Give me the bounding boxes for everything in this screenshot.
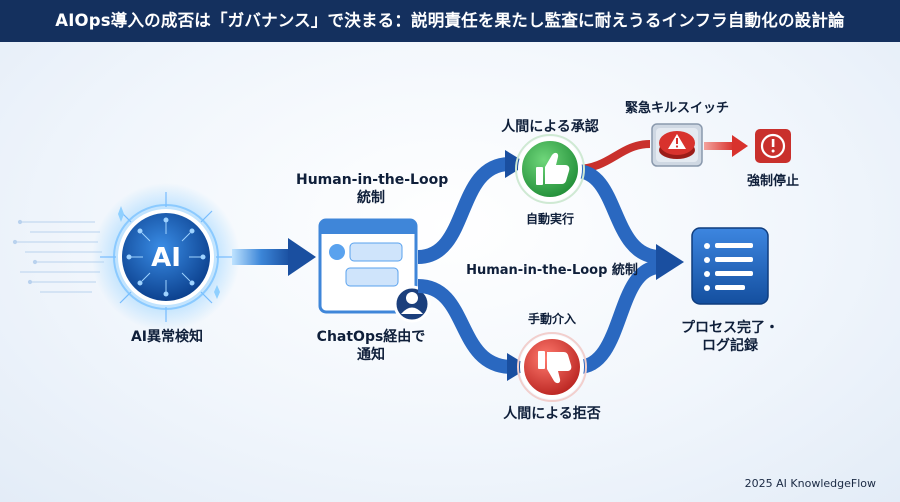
footer-credit: 2025 AI KnowledgeFlow — [744, 477, 876, 490]
flow-merge-lower — [577, 260, 662, 374]
thumbs-up-icon — [536, 152, 570, 185]
hitl-top-line2: 統制 — [357, 190, 385, 206]
complete-label: プロセス完了・ ログ記録 — [668, 319, 792, 355]
chatops-line1: ChatOps経由で — [316, 329, 426, 345]
ai-detect-node: AI — [92, 183, 240, 331]
approve-node — [515, 134, 585, 204]
reject-sub-label: 手動介入 — [527, 312, 576, 326]
ai-chip-icon: AI — [151, 243, 181, 273]
chatops-label: ChatOps経由で 通知 — [308, 328, 434, 364]
approve-sub-label: 自動実行 — [525, 212, 574, 226]
circuit-lines-left — [12, 219, 104, 293]
flow-diagram: AI — [12, 123, 791, 402]
alert-icon — [755, 129, 791, 163]
force-stop-label: 強制停止 — [746, 174, 799, 189]
reject-label: 人間による拒否 — [503, 406, 601, 422]
hitl-top-line1: Human-in-the-Loop — [296, 172, 449, 188]
page-title: AIOps導入の成否は「ガバナンス」で決まる：説明責任を果たし監査に耐えうるイン… — [0, 0, 900, 42]
chat-window-icon — [318, 218, 431, 323]
ai-detect-label: AI異常検知 — [130, 329, 204, 345]
thumbs-down-icon — [538, 351, 572, 384]
complete-line1: プロセス完了・ — [681, 320, 779, 336]
kill-switch-label: 緊急キルスイッチ — [624, 101, 729, 116]
hitl-top-label: Human-in-the-Loop 統制 — [296, 171, 449, 207]
emergency-button-icon — [651, 123, 703, 167]
flow-to-kill-switch — [575, 140, 651, 173]
hitl-mid-label: Human-in-the-Loop 統制 — [466, 263, 638, 278]
flow-arrow-to-force-stop — [704, 135, 748, 157]
document-log-icon — [691, 227, 769, 305]
chatops-line2: 通知 — [357, 347, 385, 363]
flow-arrowhead-complete — [656, 244, 684, 280]
flow-branch-lower — [417, 279, 530, 381]
reject-node — [517, 332, 587, 402]
flow-merge-upper — [575, 164, 661, 264]
complete-line2: ログ記録 — [702, 338, 758, 354]
flow-arrow-ai-to-chatops — [232, 238, 316, 276]
approve-label: 人間による承認 — [501, 119, 599, 135]
